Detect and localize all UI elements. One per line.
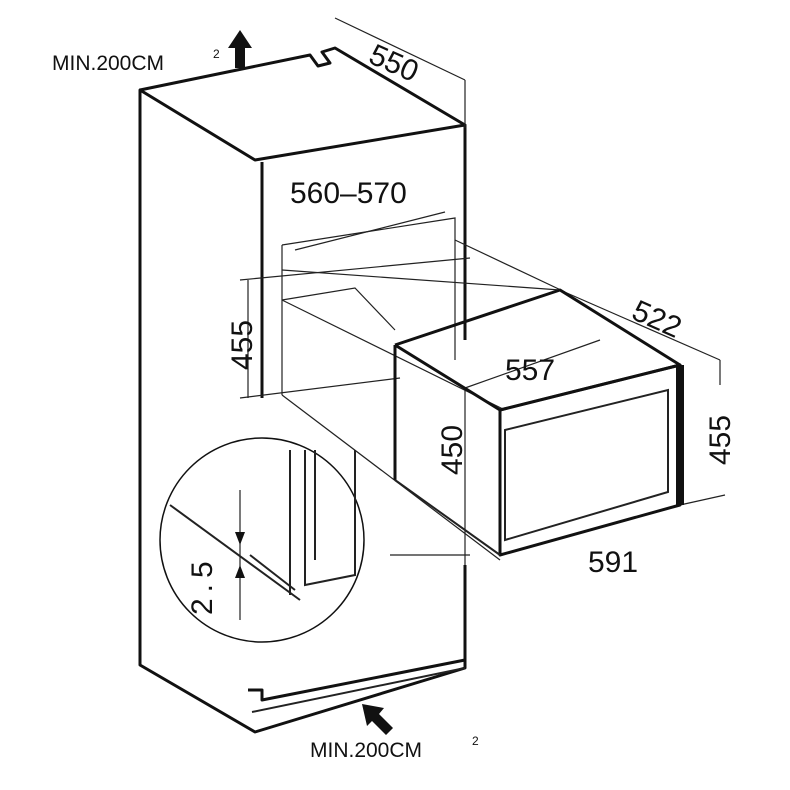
vent-bottom-sup: 2 bbox=[472, 734, 479, 748]
dim-oven-body-width: 557 bbox=[505, 354, 555, 387]
oven-front-panel bbox=[676, 365, 684, 505]
vent-bottom-label: MIN.200CM bbox=[310, 739, 422, 762]
dim-niche-height: 455 bbox=[226, 320, 259, 370]
dimension-lines bbox=[247, 17, 726, 565]
arrow-diagonal-up-icon bbox=[362, 704, 393, 735]
oven bbox=[393, 288, 684, 557]
dim-oven-front-height: 455 bbox=[704, 415, 737, 465]
dim-niche-width: 560–570 bbox=[290, 177, 407, 210]
arrow-up-icon bbox=[228, 30, 252, 68]
detail-circle bbox=[159, 437, 365, 643]
vent-top-label: MIN.200CM bbox=[52, 52, 164, 75]
dim-cabinet-depth: 550 bbox=[364, 38, 423, 89]
dim-oven-body-height: 450 bbox=[436, 425, 469, 475]
dim-gap: 2.5 bbox=[186, 555, 219, 615]
vent-top-sup: 2 bbox=[213, 47, 220, 61]
dim-oven-front-width: 591 bbox=[588, 546, 638, 579]
